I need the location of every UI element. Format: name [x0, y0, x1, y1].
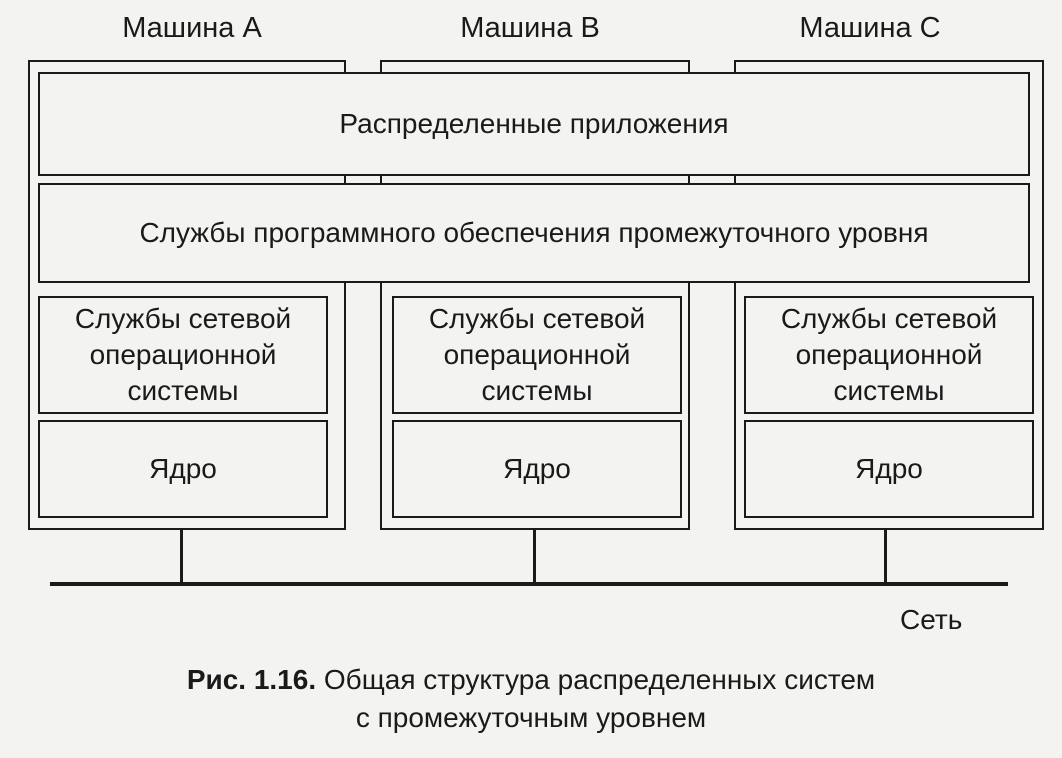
network-os-services-c: Службы сетевой операционной системы	[744, 296, 1034, 414]
network-os-services-a: Службы сетевой операционной системы	[38, 296, 328, 414]
machine-a-label: Машина А	[122, 12, 262, 44]
kernel-label: Ядро	[855, 453, 923, 484]
network-os-line-1: Службы сетевой	[780, 303, 998, 334]
figure-caption-line-1: Рис. 1.16. Общая структура распределенны…	[0, 662, 1062, 698]
network-os-line-3: системы	[127, 375, 239, 406]
network-os-line-1: Службы сетевой	[74, 303, 292, 334]
network-os-line-2: операционной	[443, 339, 631, 370]
machine-b-frame	[380, 60, 690, 530]
network-connector-a	[180, 530, 183, 584]
figure-number: Рис. 1.16.	[186, 664, 317, 695]
kernel-c: Ядро	[744, 420, 1034, 518]
middleware-layer: Службы программного обеспечения промежут…	[38, 183, 1030, 283]
machine-c-frame	[734, 60, 1044, 530]
network-os-services-b: Службы сетевой операционной системы	[392, 296, 682, 414]
kernel-label: Ядро	[503, 453, 571, 484]
network-os-line-1: Службы сетевой	[428, 303, 646, 334]
kernel-label: Ядро	[149, 453, 217, 484]
network-os-line-3: системы	[481, 375, 593, 406]
machine-a-frame	[28, 60, 346, 530]
network-os-line-2: операционной	[795, 339, 983, 370]
distributed-applications-label: Распределенные приложения	[339, 108, 729, 139]
network-connector-c	[884, 530, 887, 584]
network-os-line-2: операционной	[89, 339, 277, 370]
caption-text-2: с промежуточным уровнем	[355, 702, 707, 733]
caption-text-1: Общая структура распределенных систем	[323, 664, 876, 695]
machine-b-label: Машина В	[460, 12, 600, 44]
kernel-a: Ядро	[38, 420, 328, 518]
network-os-line-3: системы	[833, 375, 945, 406]
network-bus	[50, 582, 1008, 586]
kernel-b: Ядро	[392, 420, 682, 518]
middleware-label: Службы программного обеспечения промежут…	[139, 217, 929, 248]
machine-c-label: Машина С	[799, 12, 941, 44]
figure-caption-line-2: с промежуточным уровнем	[0, 700, 1062, 736]
network-label: Сеть	[900, 604, 963, 635]
network-connector-b	[533, 530, 536, 584]
distributed-applications-layer: Распределенные приложения	[38, 72, 1030, 176]
